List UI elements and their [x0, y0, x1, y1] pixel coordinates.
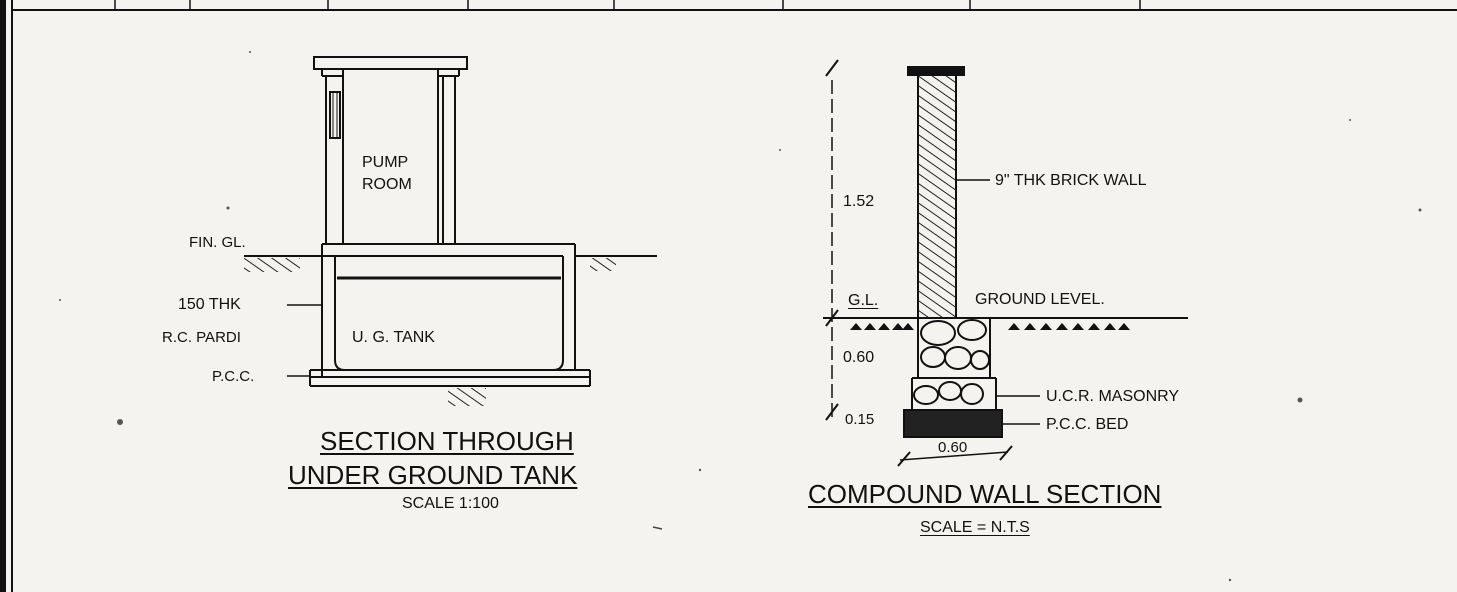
scan-noise [59, 51, 1422, 582]
wall-thickness-label: 150 THK [178, 296, 241, 313]
brick-wall-label: 9" THK BRICK WALL [995, 172, 1147, 189]
tank-scale: SCALE 1:100 [402, 495, 499, 512]
pump-label-line2: ROOM [362, 176, 412, 193]
width-dimension: 0.60 [938, 439, 968, 456]
tank-title-line1: SECTION THROUGH [320, 426, 574, 456]
fin-gl-label: FIN. GL. [189, 234, 246, 251]
wall-material-label: R.C. PARDI [162, 329, 241, 346]
compound-wall-drawing [823, 59, 1188, 467]
tank-label: U. G. TANK [352, 329, 435, 346]
masonry-label: U.C.R. MASONRY [1046, 388, 1180, 405]
depth-dimension: 0.60 [843, 349, 875, 366]
wall-title: COMPOUND WALL SECTION [808, 479, 1162, 509]
wall-ground-hatch [850, 323, 1130, 330]
wall-scale: SCALE = N.T.S [920, 519, 1030, 536]
tank-title-line2: UNDER GROUND TANK [288, 460, 578, 490]
gl-label: G.L. [848, 292, 879, 309]
tank-section-drawing [244, 56, 657, 387]
pcc-label: P.C.C. [212, 368, 255, 385]
ground-level-label: GROUND LEVEL. [975, 291, 1105, 308]
pump-label-line1: PUMP [362, 154, 409, 171]
pcc-bed-label: P.C.C. BED [1046, 416, 1129, 433]
tank-ground-hatch [244, 258, 616, 406]
height-dimension: 1.52 [843, 193, 875, 210]
bed-thickness-dimension: 0.15 [845, 411, 875, 428]
